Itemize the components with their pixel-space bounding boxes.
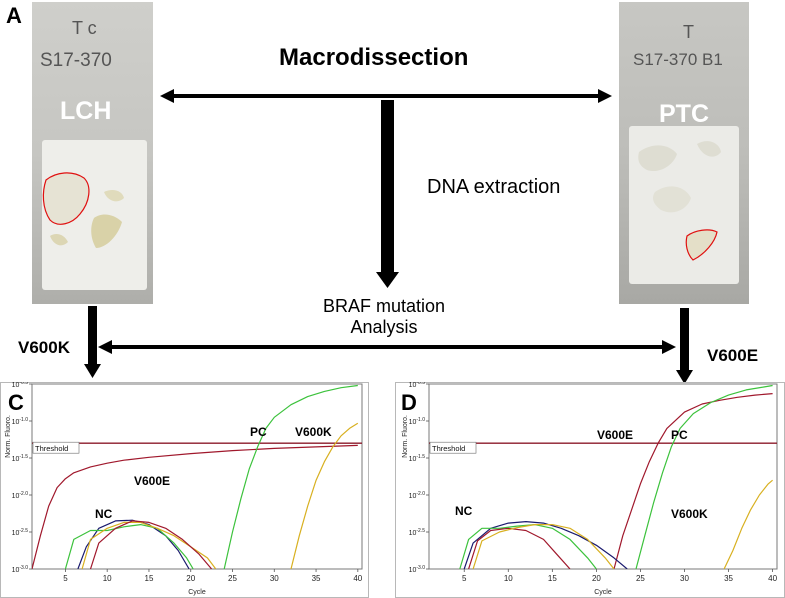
slide-ptc: T S17-370 B1 PTC: [619, 2, 749, 304]
series-line-v600e: [613, 393, 773, 569]
x-tick-label: 5: [462, 574, 467, 583]
x-tick-label: 10: [504, 574, 513, 583]
series-line-v600e: [32, 444, 358, 569]
x-tick-label: 20: [186, 574, 195, 583]
threshold-label-box: [32, 441, 80, 454]
slide-lch-image: [32, 2, 153, 304]
left-down-arrow-shaft: [88, 306, 97, 364]
panel-letter-d: D: [401, 390, 417, 415]
x-tick-label: 15: [548, 574, 557, 583]
slide-lch-handwriting-top: T c: [72, 18, 97, 38]
series-line-v600k: [290, 422, 359, 569]
macrodissection-arrow-right-head: [598, 89, 612, 103]
y-tick-label: 10-1.0: [409, 417, 426, 426]
annotation-nc: NC: [455, 504, 473, 518]
series-line-pc: [223, 384, 358, 569]
plot-area: [31, 383, 363, 570]
x-axis-title: Cycle: [594, 589, 612, 596]
annotation-v600e: V600E: [134, 474, 170, 488]
left-result-label: V600K: [18, 338, 70, 357]
annotation-nc: NC: [95, 507, 113, 521]
x-tick-label: 35: [724, 574, 733, 583]
slide-ptc-handwriting-bottom: S17-370 B1: [633, 50, 723, 69]
threshold-label: Threshold: [35, 444, 68, 453]
right-result-label: V600E: [707, 346, 759, 365]
series-line-nc-green: [459, 524, 597, 569]
chart-c: 10-0.5 10-1.0 10-1.5 10-2.0 10-2.5 10-3.0 5 10 1…: [0, 382, 369, 598]
x-tick-label: 35: [312, 574, 321, 583]
x-axis-title: Cycle: [188, 589, 206, 596]
dna-extraction-arrow-shaft: [381, 100, 394, 272]
series-line-v600k: [723, 479, 773, 569]
right-down-arrow-shaft: [680, 308, 689, 370]
threshold-label-box: [429, 441, 477, 454]
panel-letter-a: A: [6, 3, 22, 28]
y-tick-label: 10-2.5: [409, 528, 426, 537]
y-tick-label: 10-2.0: [409, 491, 426, 500]
y-axis-title: Norm. Fluoro.: [5, 415, 12, 458]
y-tick-label: 10-3.0: [409, 565, 426, 574]
series-line-nc-red: [468, 527, 571, 569]
x-tick-label: 25: [636, 574, 645, 583]
series-line-pc: [635, 384, 773, 569]
slide-lch: T c S17-370 LCH: [32, 2, 153, 304]
series-line-nc-green: [64, 524, 194, 569]
left-down-arrow-head: [84, 364, 101, 378]
x-tick-label: 5: [63, 574, 68, 583]
series-line-nc-yellow: [81, 521, 217, 569]
x-tick-label: 30: [270, 574, 279, 583]
y-axis-title: Norm. Fluoro.: [402, 415, 409, 458]
x-tick-label: 40: [768, 574, 777, 583]
x-tick-label: 10: [103, 574, 112, 583]
slide-ptc-label: PTC: [659, 100, 709, 128]
series-line-nc-yellow: [472, 524, 615, 569]
series-line-nc: [463, 521, 628, 569]
x-tick-label: 30: [680, 574, 689, 583]
x-tick-label: 25: [228, 574, 237, 583]
y-tick-label: 10-0.5: [12, 382, 29, 389]
y-tick-label: 10-1.5: [12, 454, 29, 463]
slide-ptc-handwriting-top: T: [683, 22, 694, 42]
y-tick-label: 10-2.5: [12, 528, 29, 537]
slide-ptc-image: [619, 2, 749, 304]
dna-extraction-arrow-head: [376, 272, 399, 288]
braf-analysis-arrow-left-head: [98, 340, 112, 354]
right-down-arrow-head: [676, 370, 693, 384]
braf-analysis-arrow-right-head: [662, 340, 676, 354]
braf-analysis-label-line2: Analysis: [350, 317, 418, 337]
panel-letter-c: C: [8, 390, 24, 415]
threshold-label: Threshold: [432, 444, 465, 453]
series-line-nc-red: [89, 520, 213, 569]
y-tick-label: 10-1.0: [12, 417, 29, 426]
ptc-dissection-outline: [685, 229, 718, 261]
annotation-v600k: V600K: [671, 507, 708, 521]
annotation-v600k: V600K: [295, 425, 332, 439]
lch-dissection-outline: [42, 172, 90, 225]
braf-analysis-label-line1: BRAF mutation: [322, 296, 446, 316]
x-tick-label: 15: [145, 574, 154, 583]
slide-lch-label: LCH: [60, 97, 112, 125]
y-tick-label: 10-2.0: [12, 491, 29, 500]
slide-lch-handwriting-bottom: S17-370: [40, 50, 112, 71]
annotation-v600e: V600E: [597, 428, 633, 442]
chart-d: 10-0.5 10-1.0 10-1.5 10-2.0 10-2.5 10-3.0 5 10 1…: [395, 382, 785, 598]
x-tick-label: 20: [592, 574, 601, 583]
annotation-pc: PC: [250, 425, 267, 439]
x-tick-label: 40: [353, 574, 362, 583]
y-tick-label: 10-0.5: [409, 382, 426, 389]
macrodissection-label: Macrodissection: [279, 44, 469, 71]
annotation-pc: PC: [671, 428, 688, 442]
y-tick-label: 10-1.5: [409, 454, 426, 463]
dna-extraction-label: DNA extraction: [427, 176, 561, 198]
macrodissection-arrow-left-head: [160, 89, 174, 103]
y-tick-label: 10-3.0: [12, 565, 29, 574]
